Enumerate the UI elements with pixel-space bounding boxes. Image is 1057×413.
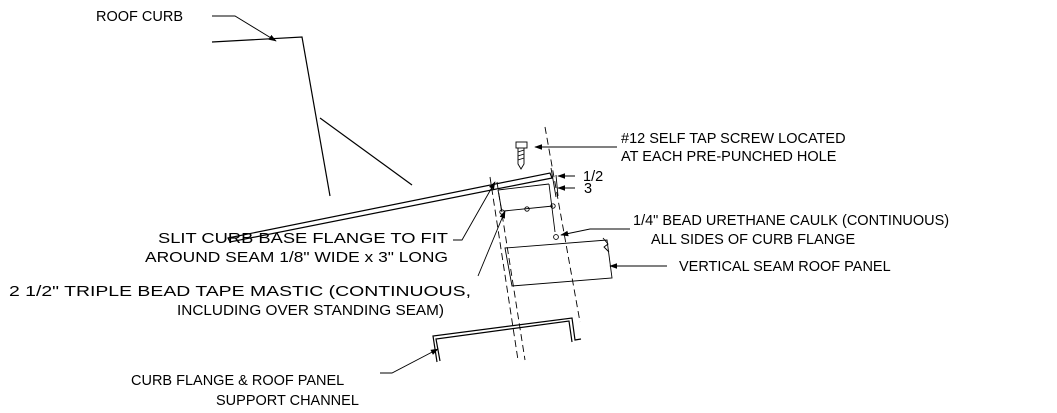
dimension-marks [550, 167, 575, 198]
caulk-label-line1: 1/4" BEAD URETHANE CAULK (CONTINUOUS) [633, 213, 949, 229]
flange-seam-detail [489, 126, 581, 361]
leader-lines [212, 15, 667, 374]
dimension-half-label: 1/2 [583, 169, 603, 185]
slit-label-line1: SLIT CURB BASE FLANGE TO FIT [158, 231, 448, 247]
roof-panel-label: VERTICAL SEAM ROOF PANEL [679, 259, 891, 275]
slit-label-line2: AROUND SEAM 1/8" WIDE x 3" LONG [145, 250, 448, 266]
screw-icon [515, 141, 528, 170]
dimension-three-label: 3 [584, 181, 592, 197]
mastic-label-line2: INCLUDING OVER STANDING SEAM) [177, 303, 444, 319]
vertical-seam-roof-panel-shape [504, 237, 613, 287]
caulk-label-line2: ALL SIDES OF CURB FLANGE [651, 232, 855, 248]
roof-curb-label: ROOF CURB [96, 9, 183, 25]
support-channel-shape [432, 317, 582, 363]
channel-label-line2: SUPPORT CHANNEL [216, 393, 359, 409]
screw-label-line2: AT EACH PRE-PUNCHED HOLE [621, 149, 837, 165]
roof-curb-shape [211, 36, 553, 243]
mastic-label-line1: 2 1/2" TRIPLE BEAD TAPE MASTIC (CONTINUO… [9, 284, 471, 300]
channel-label-line1: CURB FLANGE & ROOF PANEL [131, 373, 344, 389]
screw-label-line1: #12 SELF TAP SCREW LOCATED [621, 131, 846, 147]
